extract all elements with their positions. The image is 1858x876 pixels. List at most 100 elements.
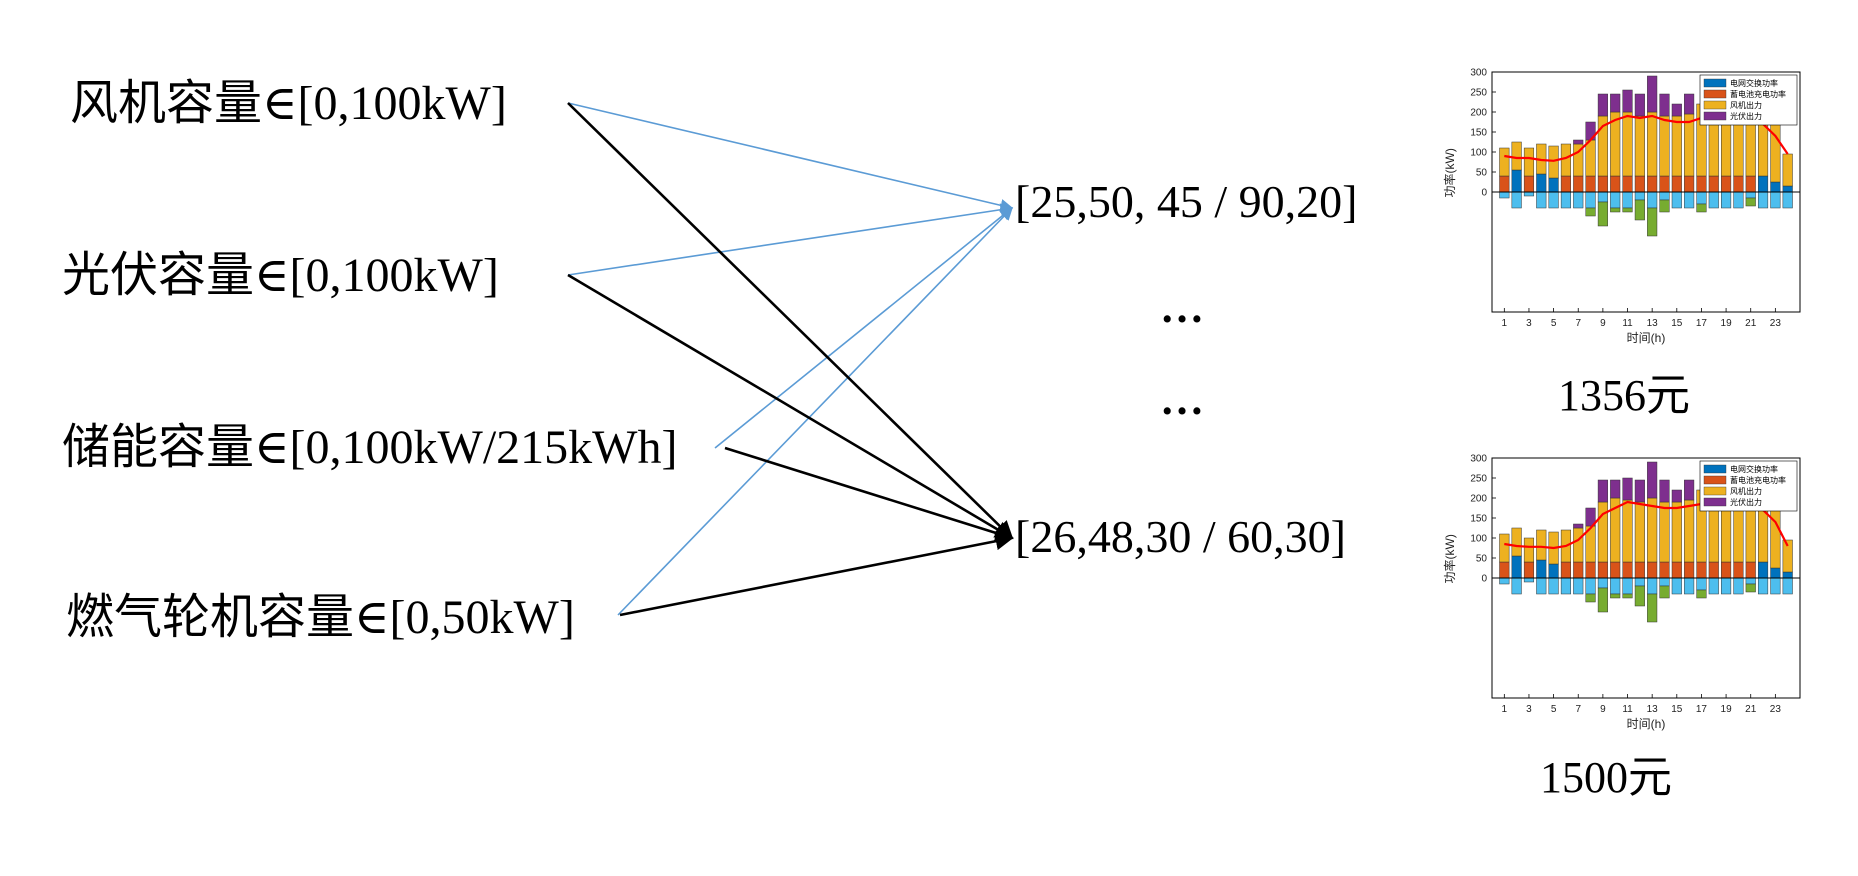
x-tick-label: 9 xyxy=(1600,704,1606,715)
bar-segment xyxy=(1745,191,1756,199)
bar-segment xyxy=(1610,593,1621,599)
legend-label: 电网交换功率 xyxy=(1730,78,1778,88)
bar-segment xyxy=(1622,577,1633,595)
y-tick-label: 50 xyxy=(1476,554,1488,565)
input-storage-capacity: 储能容量∈[0,100kW/215kWh] xyxy=(62,421,678,474)
bar-segment xyxy=(1745,583,1756,593)
bar-segment xyxy=(1782,577,1793,595)
bar-segment xyxy=(1622,477,1633,501)
bar-segment xyxy=(1782,191,1793,209)
bar-segment xyxy=(1671,501,1682,563)
input-pv-capacity: 光伏容量∈[0,100kW] xyxy=(62,249,499,302)
bar-segment xyxy=(1659,501,1670,563)
bar-segment xyxy=(1536,529,1547,561)
bar-segment xyxy=(1671,103,1682,117)
bar-segment xyxy=(1622,175,1633,193)
bar-segment xyxy=(1511,527,1522,557)
arrow-pv-to-vector1 xyxy=(567,203,1014,276)
y-tick-label: 150 xyxy=(1470,514,1487,525)
x-tick-label: 15 xyxy=(1671,318,1683,329)
bar-segment xyxy=(1634,115,1645,177)
y-tick-label: 200 xyxy=(1470,108,1487,119)
ellipsis-1: … xyxy=(1160,283,1206,332)
bar-segment xyxy=(1560,561,1571,579)
input-gasturbine-capacity: 燃气轮机容量∈[0,50kW] xyxy=(66,591,575,644)
bar-segment xyxy=(1708,577,1719,595)
bar-segment xyxy=(1610,577,1621,595)
bar-segment xyxy=(1696,561,1707,579)
bar-segment xyxy=(1548,177,1559,193)
input-wind-capacity: 风机容量∈[0,100kW] xyxy=(70,77,507,130)
bar-segment xyxy=(1511,169,1522,193)
bar-segment xyxy=(1622,111,1633,177)
y-axis-label: 功率(kW) xyxy=(1442,148,1457,197)
bar-segment xyxy=(1708,561,1719,579)
bar-segment xyxy=(1757,191,1769,209)
x-tick-label: 9 xyxy=(1600,318,1606,329)
x-tick-label: 7 xyxy=(1575,318,1581,329)
bar-segment xyxy=(1523,191,1535,197)
bar-segment xyxy=(1610,207,1621,213)
bar-segment xyxy=(1647,561,1658,579)
arrow-pv-to-vector2 xyxy=(567,273,1014,540)
bar-segment xyxy=(1647,175,1658,193)
bar-segment xyxy=(1499,175,1510,193)
x-tick-label: 23 xyxy=(1770,318,1782,329)
bar-segment xyxy=(1597,479,1608,503)
legend-swatch xyxy=(1703,100,1727,110)
y-tick-label: 100 xyxy=(1470,148,1487,159)
bar-segment xyxy=(1548,577,1559,595)
bar-segment xyxy=(1634,191,1645,201)
y-tick-label: 150 xyxy=(1470,128,1487,139)
bar-segment xyxy=(1684,577,1695,595)
legend-swatch xyxy=(1703,464,1727,474)
bar-segment xyxy=(1499,577,1510,585)
legend-swatch xyxy=(1703,111,1727,121)
bar-segment xyxy=(1610,175,1621,193)
bar-segment xyxy=(1684,561,1695,579)
bar-segment xyxy=(1610,479,1621,499)
x-tick-label: 11 xyxy=(1622,318,1633,329)
bar-segment xyxy=(1671,577,1682,595)
bar-segment xyxy=(1745,197,1756,207)
bar-segment xyxy=(1511,141,1522,171)
cost-label-2: 1500元 xyxy=(1540,753,1672,802)
bar-segment xyxy=(1585,175,1596,193)
bar-segment xyxy=(1548,563,1559,579)
bar-segment xyxy=(1733,561,1744,579)
legend-label: 电网交换功率 xyxy=(1730,464,1778,474)
bar-segment xyxy=(1597,93,1608,117)
bar-segment xyxy=(1499,147,1510,177)
ellipsis-2: … xyxy=(1160,375,1206,424)
y-axis-label: 功率(kW) xyxy=(1442,534,1457,583)
bar-segment xyxy=(1536,191,1547,209)
legend-swatch xyxy=(1703,497,1727,507)
bar-segment xyxy=(1745,175,1756,193)
y-tick-label: 300 xyxy=(1470,68,1487,79)
arrow-storage-to-vector2 xyxy=(724,446,1014,542)
bar-segment xyxy=(1585,561,1596,579)
cost-label-1: 1356元 xyxy=(1558,371,1690,420)
y-tick-label: 0 xyxy=(1481,188,1487,199)
bar-segment xyxy=(1560,191,1571,209)
x-tick-label: 1 xyxy=(1502,318,1508,329)
bar-segment xyxy=(1610,561,1621,579)
y-tick-label: 250 xyxy=(1470,474,1487,485)
y-tick-label: 300 xyxy=(1470,454,1487,465)
bar-segment xyxy=(1548,145,1559,179)
x-tick-label: 17 xyxy=(1696,318,1708,329)
bar-segment xyxy=(1757,577,1769,595)
bar-segment xyxy=(1684,113,1695,177)
bar-segment xyxy=(1573,523,1584,529)
y-tick-label: 250 xyxy=(1470,88,1487,99)
legend-label: 蓄电池充电功率 xyxy=(1730,475,1786,485)
bar-segment xyxy=(1782,539,1793,573)
bar-segment xyxy=(1634,577,1645,587)
x-tick-label: 21 xyxy=(1745,318,1757,329)
bar-segment xyxy=(1499,561,1510,579)
bar-segment xyxy=(1757,175,1769,193)
bar-segment xyxy=(1770,577,1781,595)
x-tick-label: 3 xyxy=(1526,318,1532,329)
